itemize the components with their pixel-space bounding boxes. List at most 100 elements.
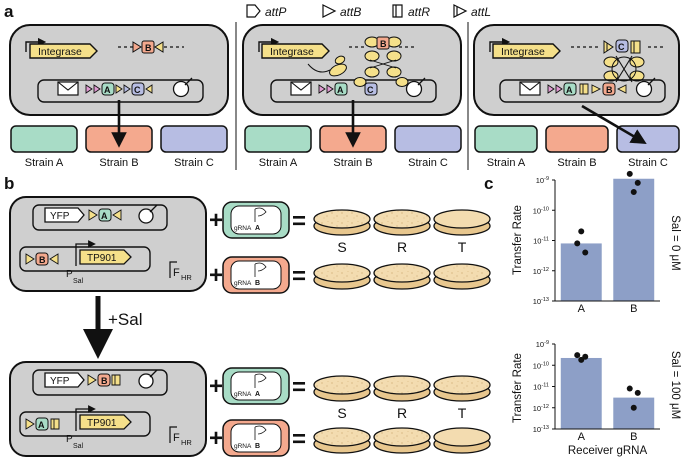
ytick-label-1: 10-10	[533, 206, 549, 215]
strain-c-label-3: Strain C	[628, 157, 668, 169]
plasmid-3	[499, 79, 666, 103]
ytick-label-2: 10-11	[533, 237, 549, 246]
origin-icon-b2	[138, 373, 154, 389]
point-b-0	[626, 385, 633, 392]
ytick-exp-1: -10	[541, 361, 549, 367]
equals-3: =	[292, 374, 306, 401]
attr-symbol	[392, 4, 403, 18]
strain-a-label-3: Strain A	[487, 157, 526, 169]
strain-a-label-1: Strain A	[25, 157, 64, 169]
ytick-label-4: 10-13	[533, 297, 549, 306]
envelope-icon-3	[519, 81, 541, 96]
ytick-exp-1: -10	[541, 206, 549, 212]
b-label-bottom: B	[101, 376, 108, 386]
point-a-1	[582, 249, 589, 256]
grna-a-3: A	[255, 391, 260, 398]
plus-2: +	[209, 262, 223, 289]
origin-icon-2	[405, 80, 423, 98]
ytick-label-2: 10-11	[533, 383, 549, 392]
ytick-base-4: 10	[533, 425, 541, 434]
attp-symbol	[246, 4, 261, 18]
ytick-exp-3: -12	[541, 267, 549, 273]
xlabel-1: Receiver gRNA	[568, 445, 648, 457]
grna-text-3: gRNA	[234, 391, 252, 398]
integrase-label: Integrase	[38, 46, 82, 58]
integrase-gene	[29, 43, 98, 59]
tp901-gene-top	[79, 249, 132, 265]
legend-attr-label: attR	[408, 5, 430, 19]
ytick-base-2: 10	[533, 383, 541, 392]
grna-a-1: A	[255, 225, 260, 232]
site-b-label-3: B	[606, 85, 613, 95]
attb-symbol	[322, 4, 337, 18]
plus-1: +	[209, 207, 223, 234]
plate-r-row1	[373, 209, 431, 229]
plate-t-row1	[433, 209, 491, 229]
plate-label-r-1: R	[397, 239, 407, 255]
equals-1: =	[292, 208, 306, 235]
site-b	[141, 40, 155, 54]
receiver-rows: + gRNA A = + gRNA B = + gRNA A = + gRNA …	[209, 201, 306, 457]
plate-label-r-2: R	[397, 405, 407, 421]
fhr-sub-bottom: HR	[181, 438, 192, 447]
yfp-gene-top	[44, 207, 85, 223]
integrase-gene-3	[492, 43, 561, 59]
yfp-label-bottom: YFP	[50, 376, 70, 387]
bar-a	[560, 243, 602, 301]
xtick-b: B	[630, 431, 637, 443]
strain-a-box-1	[10, 125, 78, 153]
tp901-label-bottom: TP901	[87, 418, 117, 429]
site-a-label-3: A	[566, 85, 573, 95]
ytick-base-1: 10	[533, 206, 541, 215]
plate-s-row1	[313, 209, 371, 229]
ytick-exp-2: -11	[541, 237, 549, 243]
condition-label-1: Sal = 100 μM	[669, 351, 681, 419]
strain-c-label-2: Strain C	[408, 157, 448, 169]
sal-label: +Sal	[108, 310, 143, 329]
ytick-base-2: 10	[533, 237, 541, 246]
fhr-f-top: F	[173, 267, 180, 279]
yfp-gene-bottom	[44, 372, 85, 388]
ytick-label-0: 10-9	[536, 340, 549, 349]
plate-label-t-1: T	[458, 239, 467, 255]
plus-3: +	[209, 373, 223, 400]
point-b-0	[626, 170, 633, 177]
plate-label-t-2: T	[458, 405, 467, 421]
panel-label-b: b	[4, 174, 14, 193]
fhr-f-bottom: F	[173, 432, 180, 444]
plate-t-row3	[433, 375, 491, 395]
ytick-exp-0: -9	[544, 176, 549, 182]
strain-c-box-1	[160, 125, 228, 153]
site-c-label: C	[134, 85, 141, 95]
plus-4: +	[209, 425, 223, 452]
site-c-label-3: C	[618, 42, 625, 52]
tp901-label-top: TP901	[87, 253, 117, 264]
ylabel-0: Transfer Rate	[512, 205, 524, 275]
envelope-icon-2	[290, 81, 312, 96]
cell-1: Integrase B A C	[9, 24, 229, 116]
ytick-label-0: 10-9	[536, 176, 549, 185]
ytick-base-4: 10	[533, 297, 541, 306]
plate-label-s-1: S	[337, 239, 346, 255]
b-label-top: B	[39, 255, 46, 265]
origin-icon	[172, 80, 190, 98]
legend-attp-label: attP	[265, 5, 286, 19]
point-b-1	[634, 179, 641, 186]
strain-b-label-3: Strain B	[557, 157, 596, 169]
bar-b	[613, 178, 655, 301]
ytick-label-3: 10-12	[533, 404, 549, 413]
ylabel-1: Transfer Rate	[512, 353, 524, 423]
yfp-label-top: YFP	[50, 211, 70, 222]
ytick-label-4: 10-13	[533, 425, 549, 434]
grna-b-4: B	[255, 443, 260, 450]
point-b-1	[634, 389, 641, 396]
point-a-0	[574, 352, 581, 359]
tp901-gene-bottom	[79, 414, 132, 430]
plate-r-row3	[373, 375, 431, 395]
fhr-sub-top: HR	[181, 273, 192, 282]
strain-c-box-3	[616, 125, 680, 153]
site-b-label: B	[145, 43, 152, 53]
site-c	[131, 82, 145, 96]
